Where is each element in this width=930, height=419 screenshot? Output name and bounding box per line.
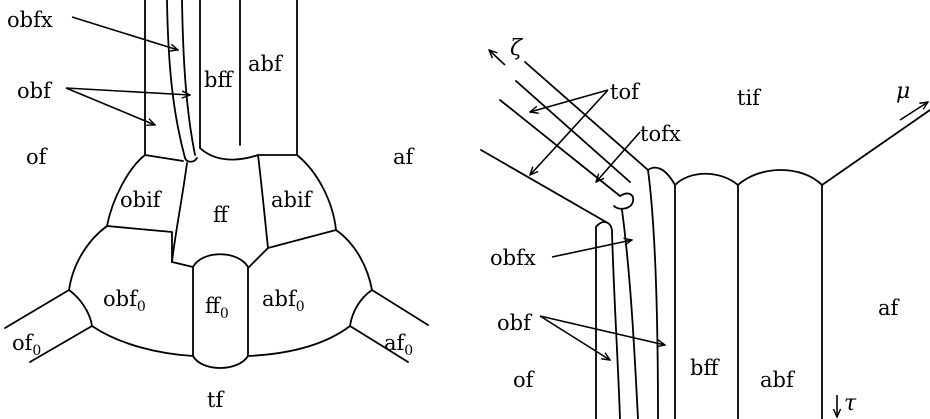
left-obif-top-arc <box>106 154 146 227</box>
right-tif-film <box>821 109 930 186</box>
left-border-film-curve-inner <box>181 0 196 156</box>
label-abf-right: abf <box>760 368 796 392</box>
left-obf0-outer-arc <box>68 225 108 291</box>
right-top-arc-2 <box>674 172 739 186</box>
left-border-film-curve-outer <box>166 0 186 159</box>
left-abif-bottom <box>267 229 337 249</box>
label-abf0: abf0 <box>262 287 305 315</box>
right-top-arc-1 <box>647 166 676 186</box>
label-of0: of0 <box>12 331 41 359</box>
label-af-right: af <box>878 296 901 320</box>
left-obfx-arrow <box>71 16 178 50</box>
right-tof-arrow-2 <box>530 89 609 175</box>
left-obf-arrow-2 <box>65 87 155 125</box>
label-tf: tf <box>207 388 225 412</box>
left-labels: obfx obf bff abf of af obif ff abif obf0… <box>7 8 416 412</box>
label-bff-right: bff <box>690 356 720 380</box>
right-obf-arrow-1 <box>539 315 665 345</box>
right-diagonal-film-4 <box>480 149 607 223</box>
label-obif: obif <box>120 188 163 212</box>
label-of-right: of <box>513 368 536 392</box>
label-ff0: ff0 <box>205 294 229 322</box>
right-border-film-outer <box>595 221 621 419</box>
label-tofx: tofx <box>640 122 681 146</box>
label-of: of <box>26 145 49 169</box>
right-obfx-arrow <box>551 240 632 258</box>
left-abf0-bottom-arc <box>247 325 351 357</box>
left-obif-bottom <box>106 225 173 263</box>
left-film-lines <box>4 0 429 369</box>
label-abf: abf <box>248 52 284 76</box>
left-abf0-outer-arc <box>335 229 373 291</box>
left-obf0-bottom-arc <box>91 325 194 357</box>
label-bff: bff <box>204 68 234 92</box>
label-mu: μ <box>896 79 910 104</box>
right-diagonal-film-3 <box>499 99 621 197</box>
label-obf0: obf0 <box>103 287 146 315</box>
left-ff0-abf0-top <box>247 247 269 269</box>
label-ff: ff <box>213 203 230 227</box>
right-vertical-film-1 <box>647 169 659 419</box>
left-af0-cell-arc <box>349 289 373 327</box>
right-border-film-inner <box>621 209 639 419</box>
left-of0-film-top <box>4 289 70 329</box>
right-diagram: ζ tof tif μ tofx obfx obf af of bff abf … <box>480 36 930 419</box>
right-film-lines <box>480 61 930 419</box>
right-labels: ζ tof tif μ tofx obfx obf af of bff abf … <box>490 36 910 416</box>
left-obif-cap <box>144 154 184 162</box>
right-tof-arrow-1 <box>530 89 609 112</box>
right-mu-arrow <box>899 102 928 121</box>
left-border-film-end <box>184 157 198 163</box>
left-of0-cell-arc <box>68 289 93 327</box>
left-of0-film-bottom <box>29 325 93 363</box>
label-af: af <box>393 145 416 169</box>
label-zeta: ζ <box>510 36 524 61</box>
right-top-arc-3 <box>737 169 823 186</box>
label-abif: abif <box>271 188 314 212</box>
left-ff-top-arc <box>199 147 259 161</box>
label-obf-right: obf <box>497 311 533 335</box>
left-obf-arrow-1 <box>65 87 190 95</box>
label-obfx-right: obfx <box>490 246 536 270</box>
left-obif-ff-boundary <box>171 162 188 263</box>
left-ff-abif-boundary <box>257 154 269 249</box>
left-diagram: obfx obf bff abf of af obif ff abif obf0… <box>4 0 429 412</box>
left-arrows <box>65 16 190 125</box>
label-tau: τ <box>844 391 857 416</box>
right-tofx-arrow <box>596 131 641 182</box>
left-af0-film-top <box>371 289 429 326</box>
label-obfx: obfx <box>7 8 53 32</box>
label-af0: af0 <box>384 331 413 359</box>
right-arrows <box>489 50 928 417</box>
right-tofx-end-cap <box>613 192 635 210</box>
left-abif-outer-arc <box>296 154 337 231</box>
right-obf-arrow-2 <box>539 315 610 360</box>
label-tif: tif <box>737 86 762 110</box>
left-obf0-ff0-top <box>171 261 194 268</box>
label-tof: tof <box>610 80 641 104</box>
right-diagonal-film-1 <box>524 61 649 171</box>
left-af0-film-bottom <box>349 325 409 363</box>
right-zeta-arrow <box>489 50 506 66</box>
label-obf: obf <box>17 79 53 103</box>
